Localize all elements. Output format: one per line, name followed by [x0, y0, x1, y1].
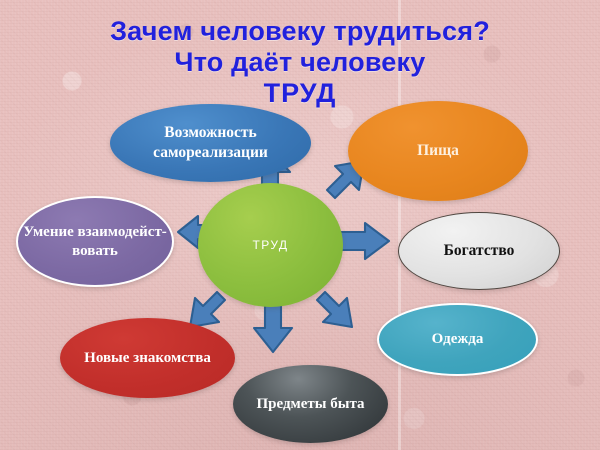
slide-title: Зачем человеку трудиться? Что даёт челов…	[0, 16, 600, 109]
node-self-realization[interactable]: Возможность самореализации	[110, 104, 311, 182]
arrow-down-left-to-new-acquaintances	[188, 290, 227, 329]
node-wealth-label: Богатство	[443, 242, 515, 259]
title-line-2: Что даёт человеку	[174, 47, 426, 77]
node-new-acquaintances[interactable]: Новые знакомства	[60, 318, 235, 398]
title-line-1: Зачем человеку трудиться?	[110, 16, 490, 46]
node-household-goods-label: Предметы быта	[256, 395, 365, 412]
node-cooperation-skill-label: Умение взаимодейст- вовать	[23, 223, 167, 259]
title-line-3: ТРУД	[263, 78, 337, 108]
node-household-goods[interactable]: Предметы быта	[233, 365, 388, 443]
node-center-labor-label: ТРУД	[252, 238, 289, 252]
node-center-labor[interactable]: ТРУД	[198, 183, 343, 307]
arrow-down-right-to-clothing	[315, 290, 354, 329]
node-self-realization-label: Возможность самореализации	[153, 124, 268, 161]
node-wealth[interactable]: Богатство	[398, 212, 560, 290]
node-new-acquaintances-label: Новые знакомства	[84, 349, 211, 366]
node-food[interactable]: Пища	[348, 101, 528, 201]
node-clothing[interactable]: Одежда	[377, 303, 538, 376]
node-clothing-label: Одежда	[431, 331, 484, 347]
arrow-down-to-household-goods	[252, 303, 294, 354]
arrow-right-to-wealth	[338, 221, 391, 261]
node-food-label: Пища	[417, 142, 459, 159]
node-cooperation-skill[interactable]: Умение взаимодейст- вовать	[16, 196, 174, 287]
